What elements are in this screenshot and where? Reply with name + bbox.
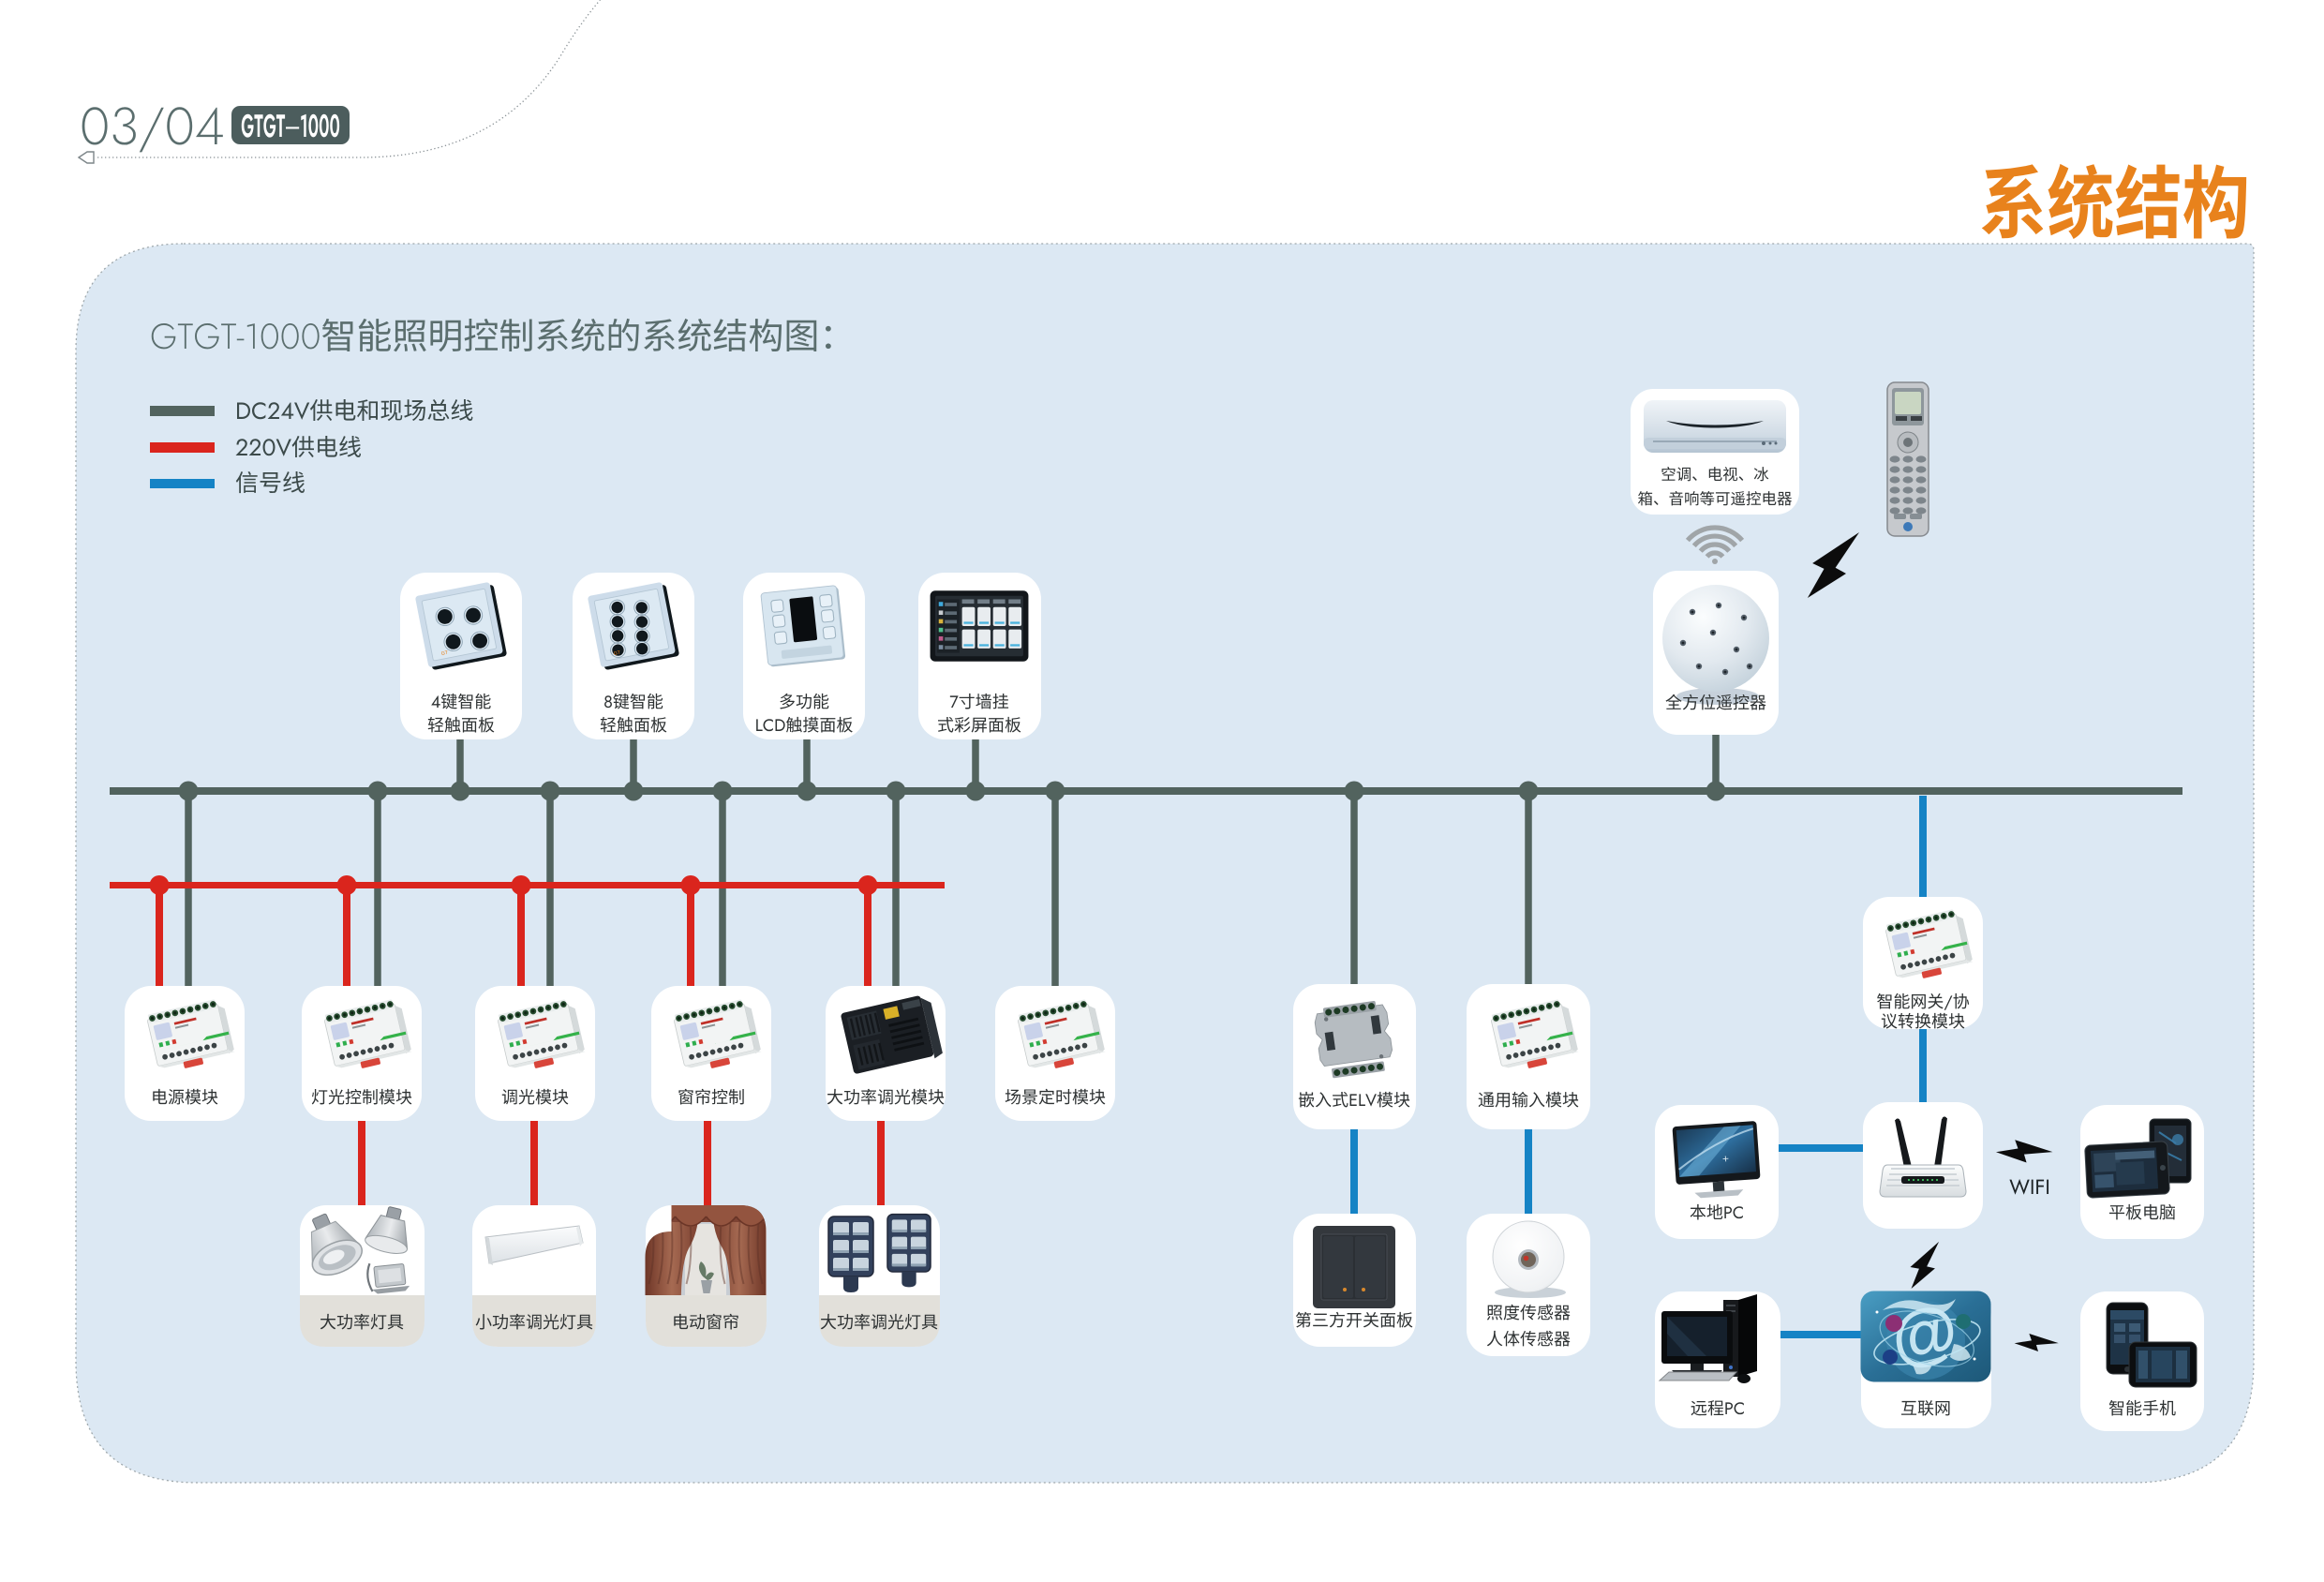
svg-text:GT: GT bbox=[613, 649, 621, 656]
svg-text:+: + bbox=[1721, 1152, 1729, 1165]
svg-text:GT: GT bbox=[440, 649, 449, 656]
